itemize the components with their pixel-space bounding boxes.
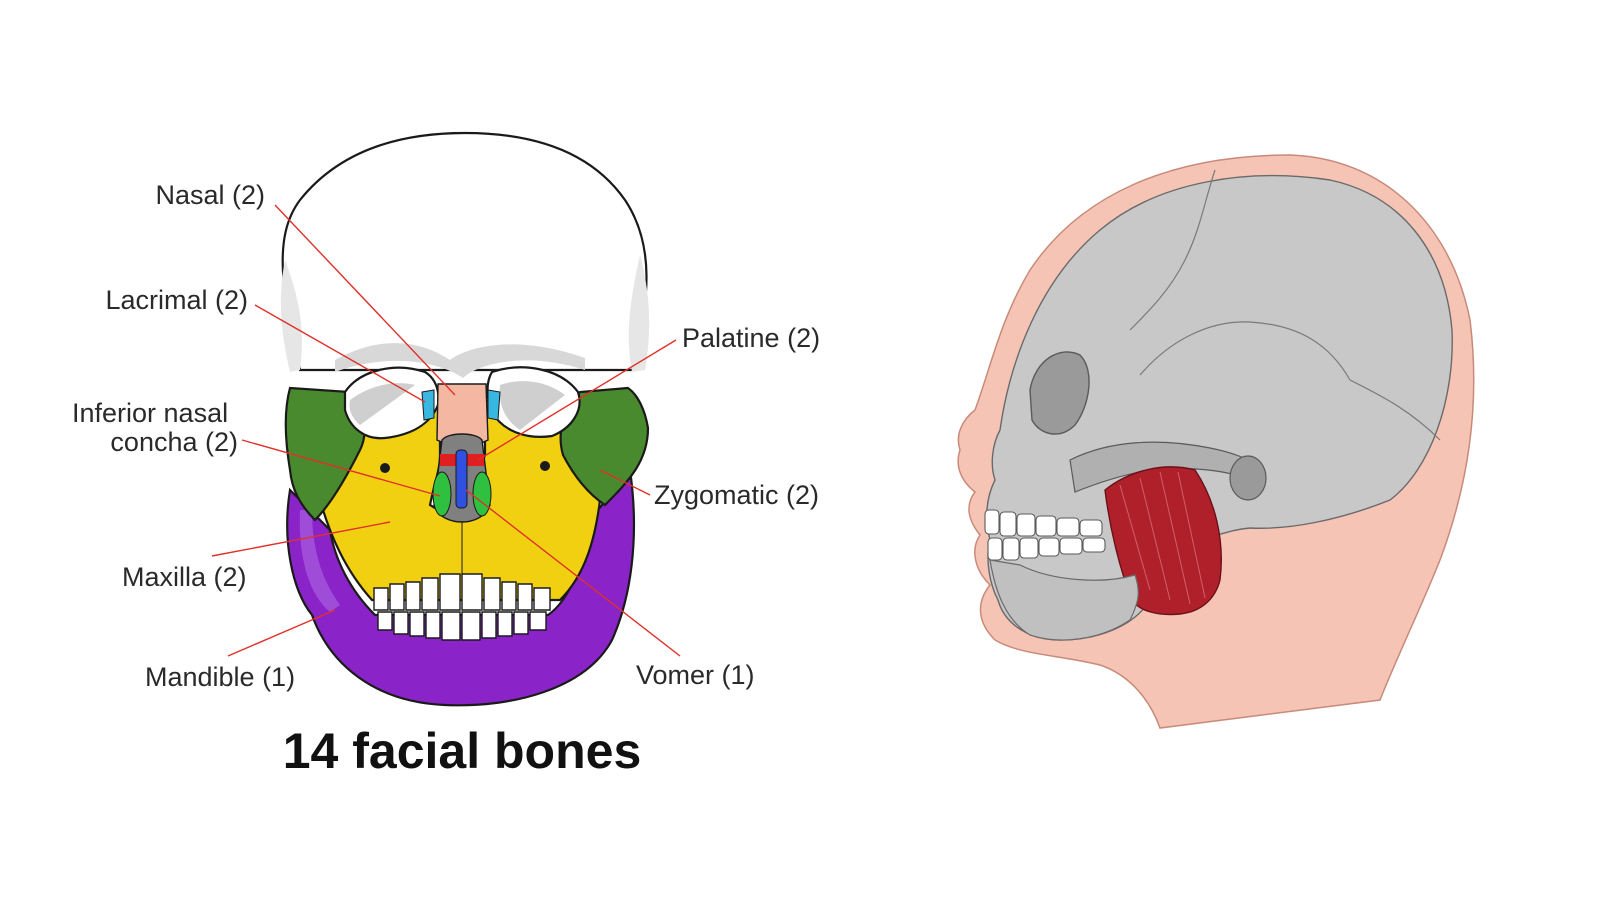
label-inferior-nasal-line2: concha (2) (110, 427, 238, 457)
label-maxilla: Maxilla (2) (122, 562, 247, 592)
infraorbital-foramen-left (380, 463, 390, 473)
side-ear-canal (1230, 456, 1266, 500)
inferior-concha-left (433, 472, 451, 516)
inferior-concha-right (473, 472, 491, 516)
infraorbital-foramen-right (540, 461, 550, 471)
lacrimal-left (422, 390, 434, 420)
label-mandible: Mandible (1) (145, 662, 295, 692)
side-head-illustration (958, 155, 1474, 728)
label-nasal: Nasal (2) (155, 180, 265, 210)
label-vomer: Vomer (1) (636, 660, 755, 690)
cranium (283, 133, 647, 370)
label-inferior-nasal-line1: Inferior nasal (72, 398, 228, 428)
label-lacrimal: Lacrimal (2) (105, 285, 248, 315)
diagram-title: 14 facial bones (283, 723, 642, 779)
label-palatine: Palatine (2) (682, 323, 820, 353)
vomer-bone (456, 450, 467, 508)
label-zygomatic: Zygomatic (2) (654, 480, 819, 510)
lacrimal-right (488, 390, 500, 420)
front-skull-diagram: Nasal (2) Lacrimal (2) Palatine (2) Infe… (72, 133, 820, 779)
